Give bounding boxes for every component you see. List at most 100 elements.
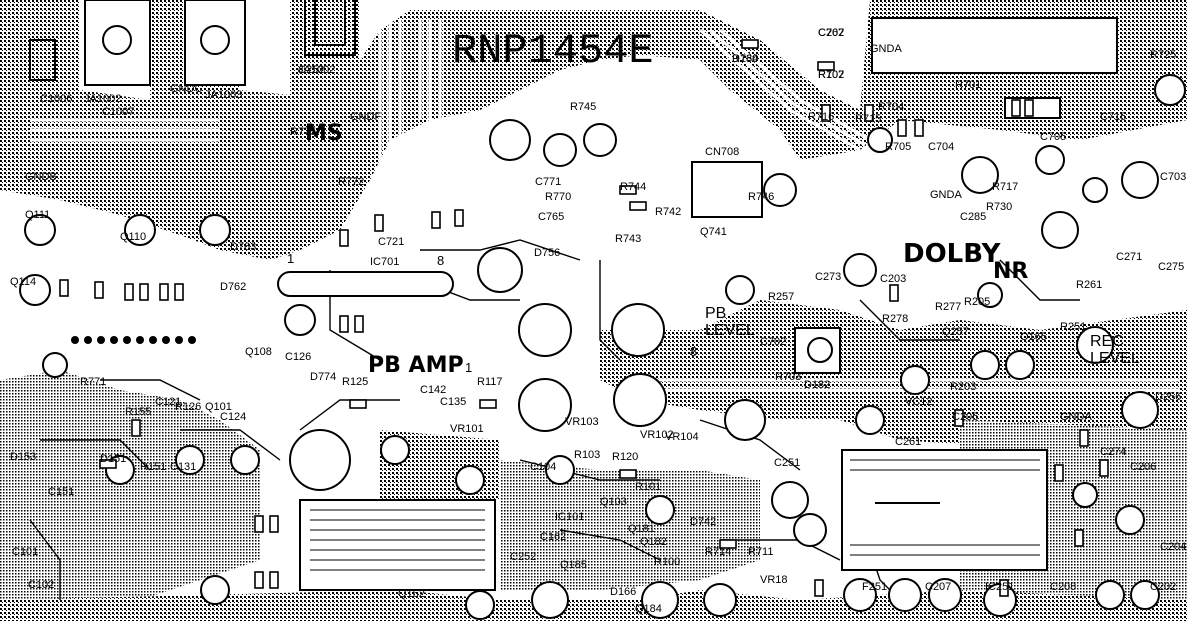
- component-ref-d774: D774: [310, 371, 336, 383]
- component-ref-f251: F251: [862, 581, 887, 593]
- board-part-number: RNP1454E: [452, 27, 654, 75]
- section-nr-label: NR: [993, 259, 1028, 284]
- component-ref-r716: R716: [808, 111, 834, 123]
- ic701-body: [277, 271, 454, 297]
- signal-traces: [29, 239, 1080, 601]
- component-ref-c162: C162: [540, 531, 566, 543]
- component-ref-c102: C102: [28, 579, 54, 591]
- component-ref-r251: R251: [1060, 321, 1086, 333]
- component-ref-c207: C207: [925, 581, 951, 593]
- component-ref-q182: Q182: [640, 536, 667, 548]
- component-ref-c771: C771: [535, 176, 561, 188]
- component-ref-r101: R101: [635, 481, 661, 493]
- component-ref-ja1002: JA1002: [84, 93, 121, 105]
- component-ref-q162: Q162: [398, 588, 425, 600]
- ic-pin-number: 1: [465, 360, 472, 375]
- component-ref-c702: C702: [818, 27, 844, 39]
- component-ref-r151: R151: [140, 461, 166, 473]
- component-ref-c715: C715: [1100, 111, 1126, 123]
- component-ref-r125: R125: [342, 376, 368, 388]
- component-ref-r277: R277: [935, 301, 961, 313]
- component-ref-d151: D151: [100, 453, 126, 465]
- component-ref-d153: D153: [10, 451, 36, 463]
- ic-pin-number: 8: [690, 344, 697, 359]
- component-ref-vr18: VR18: [760, 574, 788, 586]
- component-ref-q181: Q181: [628, 523, 655, 535]
- component-ref-ic251: IC251: [985, 581, 1014, 593]
- ic-pin-number: 8: [437, 253, 444, 268]
- component-ref-r126: R126: [175, 401, 201, 413]
- component-ref-ic101: IC101: [555, 511, 584, 523]
- component-ref-c124: C124: [220, 411, 246, 423]
- ic101-body: [299, 499, 496, 591]
- component-ref-r103: R103: [574, 449, 600, 461]
- component-ref-r155: R155: [125, 406, 151, 418]
- component-ref-q184: Q184: [635, 603, 662, 615]
- component-ref-c271: C271: [1116, 251, 1142, 263]
- component-ref-c704: C704: [928, 141, 954, 153]
- component-ref-r205: R205: [964, 296, 990, 308]
- component-ref-q185: Q185: [560, 559, 587, 571]
- component-ref-r701: R701: [955, 79, 981, 91]
- component-ref-r120: R120: [612, 451, 638, 463]
- section-ms-label: MS: [305, 121, 343, 146]
- component-ref-r100: R100: [654, 556, 680, 568]
- component-ref-ja1002: JA1002: [298, 64, 335, 76]
- component-ref-vc12: VC12: [905, 396, 933, 408]
- component-ref-vr101: VR101: [450, 423, 484, 435]
- component-ref-r771: R771: [80, 376, 106, 388]
- component-ref-r261: R261: [1076, 279, 1102, 291]
- component-ref-q110: Q110: [120, 231, 146, 243]
- component-ref-r705: R705: [885, 141, 911, 153]
- component-ref-c1006: C1006: [40, 93, 72, 105]
- component-ref-r257: R257: [768, 291, 794, 303]
- component-ref-cn708: CN708: [705, 146, 739, 158]
- component-ref-c285: C285: [960, 211, 986, 223]
- component-ref-ja1003: JA1003: [205, 89, 242, 101]
- ic251-body: [841, 449, 1048, 571]
- component-ref-q257: Q257: [942, 326, 969, 338]
- cn708-body: [691, 161, 763, 218]
- component-ref-c721: C721: [378, 236, 404, 248]
- component-ref-c1007: C1007: [102, 106, 134, 118]
- component-ref-d763: D763: [230, 241, 256, 253]
- connector-pin-row: [71, 336, 196, 344]
- component-reference-labels: JA1002R734R702C702R705R725R701R704C704C7…: [10, 27, 1186, 615]
- component-ref-vr103: VR103: [565, 416, 599, 428]
- component-ref-d160: D160: [732, 53, 758, 65]
- ground-label: GNDA: [930, 189, 962, 201]
- component-ref-q108: Q108: [245, 346, 272, 358]
- component-ref-d762: D762: [220, 281, 246, 293]
- component-ref-q114: Q114: [10, 276, 36, 288]
- component-ref-c267: C267: [818, 27, 844, 39]
- component-ref-c765: C765: [538, 211, 564, 223]
- component-ref-c252: C252: [510, 551, 536, 563]
- component-ref-q103: Q103: [600, 496, 627, 508]
- section-pb-amp-label: PB AMP: [368, 353, 464, 378]
- component-ref-r107: R107: [818, 69, 844, 81]
- component-ref-d166: D166: [610, 586, 636, 598]
- ground-label: GNDA: [1060, 411, 1092, 423]
- ground-label: GNDF: [350, 111, 381, 123]
- small-passives: [59, 39, 1109, 597]
- component-ref-c142: C142: [420, 384, 446, 396]
- component-ref-r744: R744: [620, 181, 646, 193]
- component-ref-r714: R714: [705, 546, 731, 558]
- component-ref-r742: R742: [655, 206, 681, 218]
- component-ref-vr102: VR102: [640, 429, 674, 441]
- component-ref-d256: D256: [1155, 391, 1181, 403]
- component-ref-vr104: VR104: [665, 431, 699, 443]
- ground-label: GNDA: [870, 43, 902, 55]
- component-ref-c104: C104: [530, 461, 556, 473]
- component-ref-c126: C126: [285, 351, 311, 363]
- component-ref-c121: C121: [155, 396, 181, 408]
- component-ref-d182: D182: [804, 379, 830, 391]
- component-ref-r745: R745: [570, 101, 596, 113]
- component-ref-c703: C703: [1160, 171, 1186, 183]
- component-ref-q741: Q741: [700, 226, 727, 238]
- component-ref-c275: C275: [1158, 261, 1184, 273]
- component-ref-r734: R734: [732, 53, 758, 65]
